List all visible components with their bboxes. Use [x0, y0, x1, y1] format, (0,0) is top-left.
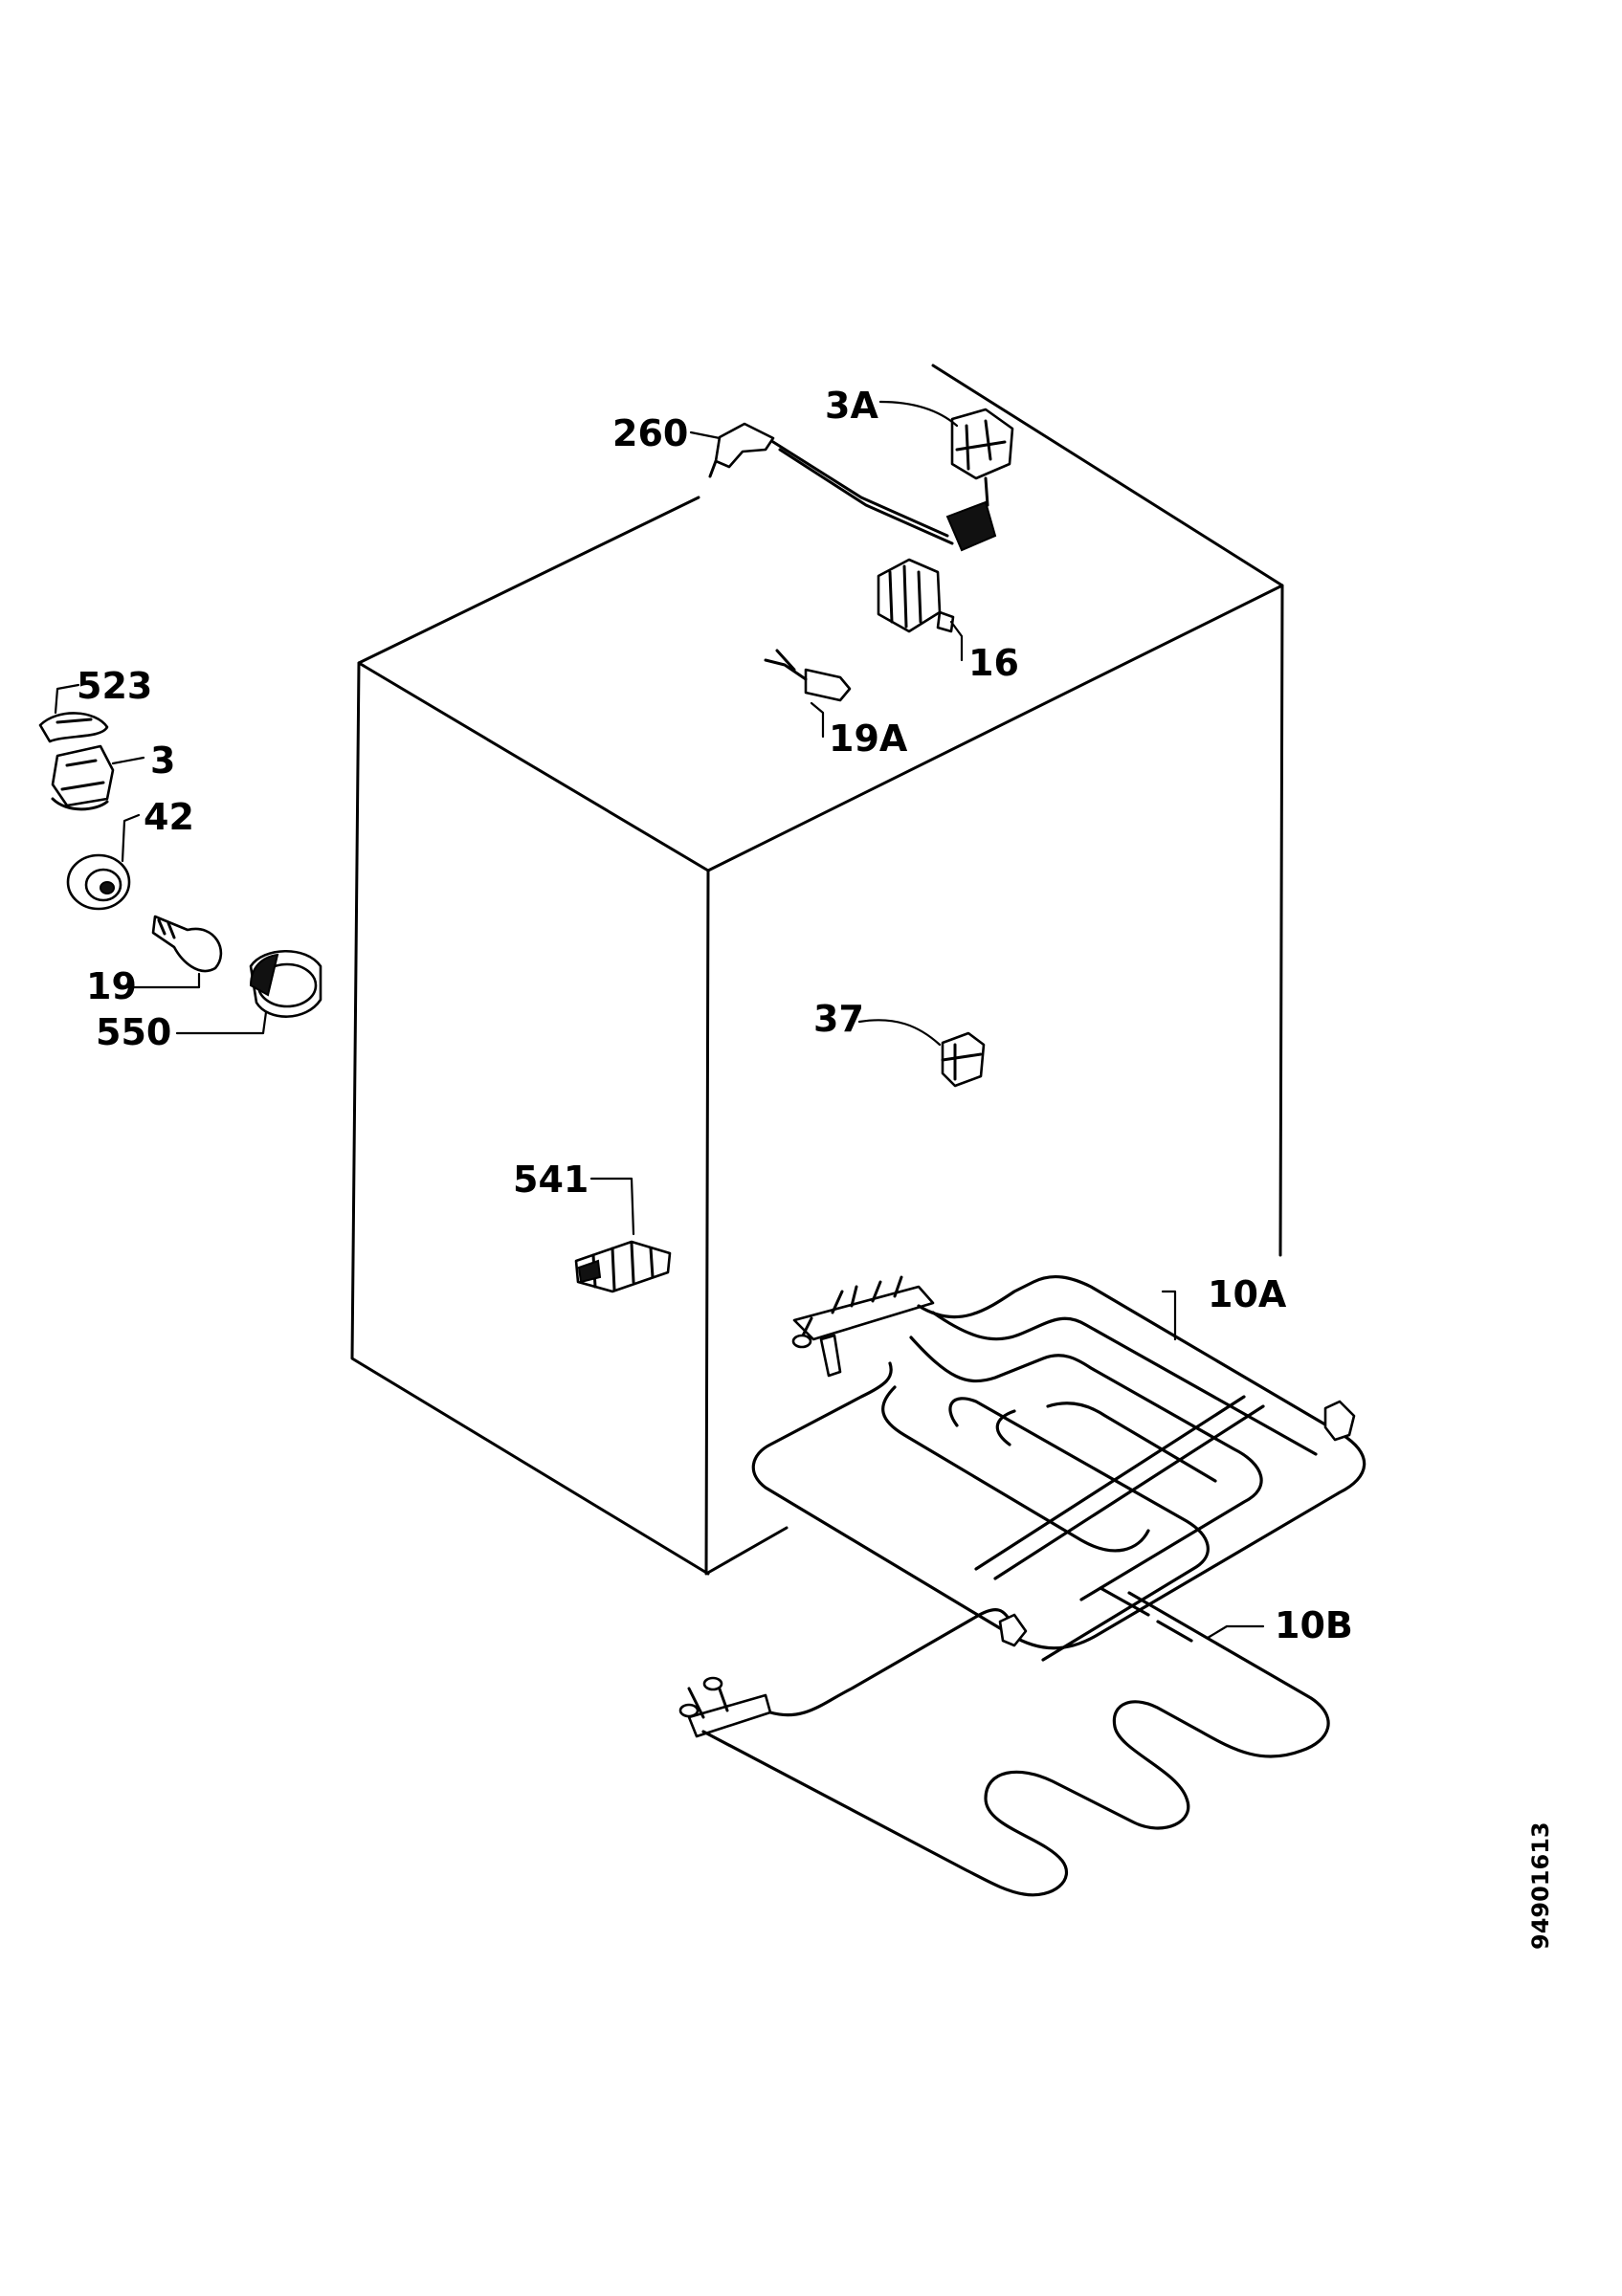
label-10A: 10A — [1208, 1273, 1287, 1315]
part-19A-lamp — [764, 649, 852, 702]
leader-3 — [111, 756, 145, 765]
leader-19 — [132, 972, 201, 989]
part-10A-grill-element — [751, 1275, 1366, 1662]
part-550-knob — [249, 949, 322, 1018]
label-19A: 19A — [829, 718, 908, 760]
leader-42 — [121, 813, 141, 863]
label-19: 19 — [86, 965, 137, 1007]
leader-10A — [1161, 1290, 1177, 1341]
part-260-lamp-holder — [708, 422, 954, 545]
part-3-thermostat — [51, 744, 115, 811]
leader-260 — [689, 430, 722, 440]
leader-10B — [1206, 1624, 1265, 1640]
leader-19A — [810, 701, 825, 739]
label-541: 541 — [513, 1159, 589, 1201]
part-523-clip — [38, 712, 109, 743]
part-3A-switch — [945, 408, 1014, 552]
label-523: 523 — [77, 665, 152, 707]
label-550: 550 — [96, 1011, 171, 1053]
label-10B: 10B — [1275, 1604, 1353, 1646]
label-37: 37 — [813, 998, 864, 1040]
part-42-lamp-socket — [66, 853, 131, 911]
leader-3A — [878, 400, 959, 428]
part-10B-bottom-element — [678, 1586, 1330, 1897]
leader-550 — [175, 1010, 268, 1035]
label-16: 16 — [968, 642, 1019, 684]
label-3: 3 — [150, 740, 175, 782]
part-19-bulb — [151, 915, 223, 973]
label-42: 42 — [144, 796, 194, 838]
leader-541 — [589, 1177, 635, 1236]
leader-523 — [54, 683, 80, 715]
label-260: 260 — [612, 412, 688, 454]
part-16-terminal-block — [877, 558, 955, 633]
label-3A: 3A — [825, 385, 878, 427]
drawing-code: 94901613 — [1527, 1821, 1554, 1950]
oven-cabinet-box — [350, 364, 1284, 1576]
leader-16 — [949, 620, 964, 662]
part-37-switch — [941, 1031, 986, 1088]
part-541-connector — [574, 1240, 672, 1293]
leader-37 — [857, 1019, 942, 1047]
